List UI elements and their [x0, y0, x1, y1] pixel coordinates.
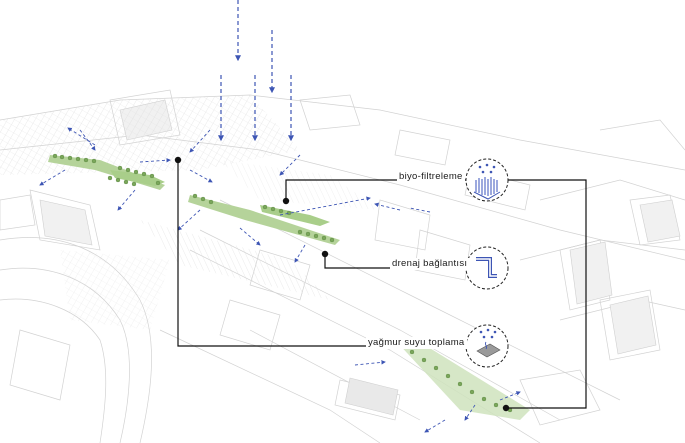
label-rainwater-collection: yağmur suyu toplama [366, 337, 467, 349]
label-biofiltration: biyo-filtreleme [397, 171, 465, 183]
label-drainage-connection: drenaj bağlantısı [390, 258, 470, 270]
bioswale-strip-4 [260, 205, 330, 226]
street-hatching [0, 95, 380, 330]
runoff-flow-arrows [39, 127, 521, 433]
rain-garden-area [395, 340, 530, 420]
bioswale-strip-3 [110, 170, 165, 186]
leader-lines [177, 160, 587, 409]
biofilter-icon [465, 158, 509, 202]
drainage-pipe-icon [465, 246, 509, 290]
outflow-connector [506, 179, 587, 409]
rainwater-collection-icon [465, 324, 509, 368]
leader-endpoints [174, 156, 510, 412]
rainfall-arrows [218, 0, 294, 142]
